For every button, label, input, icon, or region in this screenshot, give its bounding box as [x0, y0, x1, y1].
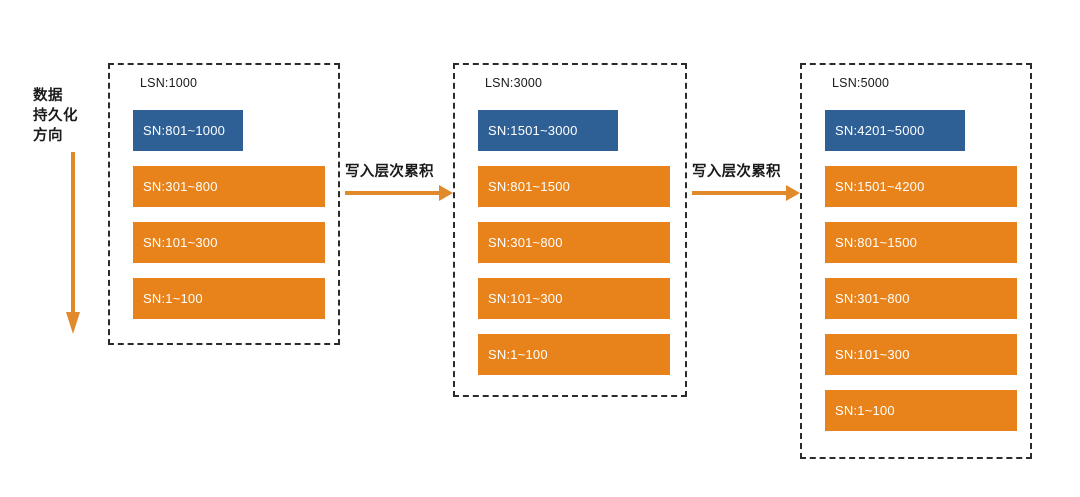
sn-bar: SN:101~300: [133, 222, 325, 263]
sn-bar: SN:4201~5000: [825, 110, 965, 151]
direction-label-line-3: 方向: [33, 128, 63, 144]
sn-bar: SN:101~300: [478, 278, 670, 319]
sn-bar-label: SN:801~1000: [143, 123, 226, 138]
flow-arrow-label-2: 写入层次累积: [692, 164, 781, 180]
down-arrow-head: [66, 312, 80, 334]
sn-bar-label: SN:1501~4200: [835, 179, 925, 194]
sn-bar-label: SN:1~100: [488, 347, 548, 362]
sn-bar: SN:301~800: [133, 166, 325, 207]
sn-bar: SN:1501~4200: [825, 166, 1017, 207]
lsn-label-1: LSN:1000: [140, 76, 198, 90]
flow-arrow-head: [786, 185, 800, 201]
right-arrow-icon: [692, 185, 800, 201]
direction-label-line-2: 持久化: [33, 108, 78, 124]
sn-bar-label: SN:1~100: [143, 291, 203, 306]
lsn-label-2: LSN:3000: [485, 76, 543, 90]
sn-bar-label: SN:101~300: [835, 347, 910, 362]
sn-bar: SN:1~100: [825, 390, 1017, 431]
flow-arrow-head: [439, 185, 453, 201]
flow-arrow-label-1: 写入层次累积: [345, 164, 434, 180]
direction-label-line-1: 数据: [33, 88, 63, 104]
sn-bar: SN:1~100: [478, 334, 670, 375]
sn-bar: SN:1~100: [133, 278, 325, 319]
sn-bar-label: SN:101~300: [143, 235, 218, 250]
down-arrow-shaft: [71, 152, 75, 315]
sn-bar: SN:1501~3000: [478, 110, 618, 151]
sn-bar-label: SN:1501~3000: [488, 123, 578, 138]
sn-bar: SN:801~1500: [825, 222, 1017, 263]
sn-bar-label: SN:801~1500: [835, 235, 918, 250]
sn-bar-label: SN:301~800: [835, 291, 910, 306]
sn-bar-label: SN:301~800: [143, 179, 218, 194]
sn-bar: SN:801~1000: [133, 110, 243, 151]
lsn-label-3: LSN:5000: [832, 76, 890, 90]
sn-bar: SN:301~800: [478, 222, 670, 263]
sn-bar-label: SN:801~1500: [488, 179, 571, 194]
sn-bar: SN:101~300: [825, 334, 1017, 375]
sn-bar-label: SN:101~300: [488, 291, 563, 306]
down-arrow-icon: [66, 152, 80, 334]
flow-arrow-shaft: [692, 191, 786, 195]
sn-bar: SN:801~1500: [478, 166, 670, 207]
flow-arrow-shaft: [345, 191, 439, 195]
data-persistence-direction-label: 数据 持久化 方向: [33, 86, 95, 146]
sn-bar-label: SN:301~800: [488, 235, 563, 250]
right-arrow-icon: [345, 185, 453, 201]
sn-bar-label: SN:4201~5000: [835, 123, 925, 138]
sn-bar-label: SN:1~100: [835, 403, 895, 418]
sn-bar: SN:301~800: [825, 278, 1017, 319]
